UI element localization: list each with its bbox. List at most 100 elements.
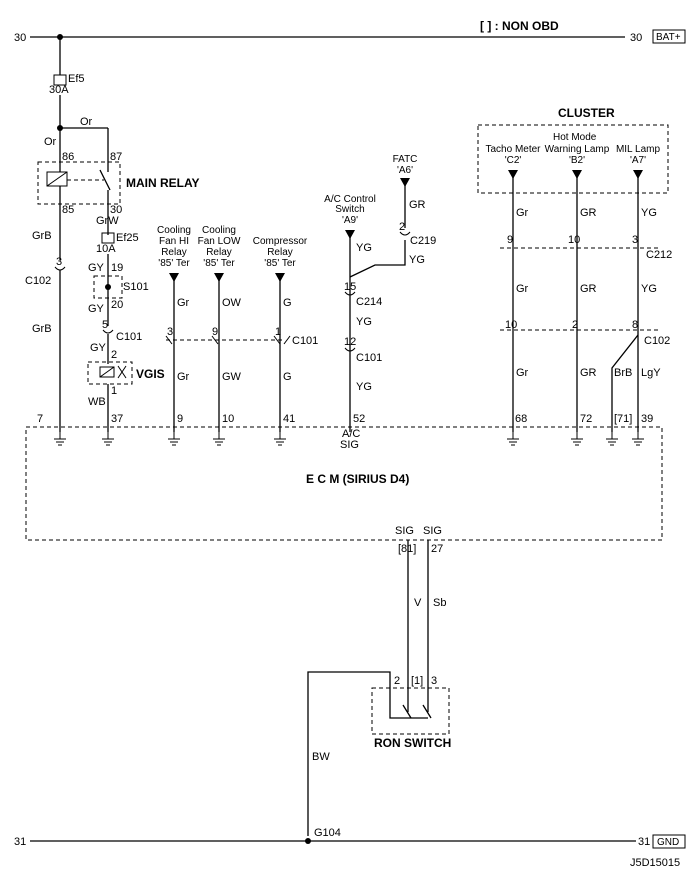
svg-text:31: 31 bbox=[638, 836, 650, 848]
svg-text:15: 15 bbox=[344, 281, 356, 293]
svg-text:'85' Ter: '85' Ter bbox=[158, 258, 190, 269]
fatc: FATC 'A6' GR 2 C219 YG bbox=[393, 154, 437, 266]
svg-text:9: 9 bbox=[212, 326, 218, 338]
svg-text:52: 52 bbox=[353, 413, 365, 425]
grb-wire: GrB 3 C102 GrB bbox=[25, 230, 66, 432]
svg-text:Gr: Gr bbox=[177, 297, 190, 309]
svg-text:Ef25: Ef25 bbox=[116, 232, 139, 244]
svg-text:1: 1 bbox=[275, 326, 281, 338]
svg-text:Switch: Switch bbox=[335, 204, 364, 215]
svg-text:GR: GR bbox=[580, 283, 597, 295]
svg-text:Relay: Relay bbox=[206, 247, 232, 258]
svg-text:A/C Control: A/C Control bbox=[324, 194, 376, 205]
non-obd-legend: [ ] : NON OBD bbox=[480, 19, 559, 33]
fuse-ef25: GrW Ef25 10A GY 19 S101 20 GY 5 C101 GY … bbox=[88, 215, 149, 364]
svg-text:9: 9 bbox=[507, 234, 513, 246]
svg-text:SIG: SIG bbox=[395, 525, 414, 537]
ecm-grounds bbox=[54, 432, 644, 446]
gnd-tag: GND bbox=[657, 837, 679, 848]
ecm-block: E C M (SIRIUS D4) 7 37 9 10 41 52 68 72 … bbox=[25, 413, 663, 555]
svg-text:GrW: GrW bbox=[96, 215, 119, 227]
svg-text:30: 30 bbox=[110, 204, 122, 216]
main-relay: 86 87 85 30 MAIN RELAY bbox=[37, 128, 200, 260]
svg-text:Gr: Gr bbox=[516, 367, 529, 379]
svg-text:MIL Lamp: MIL Lamp bbox=[616, 144, 661, 155]
svg-text:3: 3 bbox=[56, 256, 62, 268]
svg-text:'A6': 'A6' bbox=[397, 165, 413, 176]
svg-text:Cooling: Cooling bbox=[202, 225, 236, 236]
svg-text:C102: C102 bbox=[644, 335, 670, 347]
svg-text:GW: GW bbox=[222, 371, 242, 383]
svg-text:72: 72 bbox=[580, 413, 592, 425]
svg-text:C102: C102 bbox=[25, 275, 51, 287]
svg-text:'C2': 'C2' bbox=[505, 155, 522, 166]
svg-text:YG: YG bbox=[641, 283, 657, 295]
svg-text:2: 2 bbox=[572, 319, 578, 331]
cooling-fan-hi-relay: Cooling Fan HI Relay '85' Ter Gr 3 Gr bbox=[157, 225, 191, 432]
svg-text:86: 86 bbox=[62, 151, 74, 163]
svg-text:2: 2 bbox=[394, 675, 400, 687]
diagram-code: J5D15015 bbox=[630, 857, 680, 869]
svg-text:3: 3 bbox=[632, 234, 638, 246]
svg-text:19: 19 bbox=[111, 262, 123, 274]
ground-symbol-icon bbox=[168, 432, 180, 446]
battery-rail: 30 30 BAT+ bbox=[14, 29, 686, 44]
ground-symbol-icon bbox=[54, 432, 66, 446]
svg-text:GrB: GrB bbox=[32, 323, 52, 335]
svg-text:10: 10 bbox=[222, 413, 234, 425]
svg-text:C101: C101 bbox=[116, 331, 142, 343]
svg-text:37: 37 bbox=[111, 413, 123, 425]
svg-text:85: 85 bbox=[62, 204, 74, 216]
svg-text:20: 20 bbox=[111, 299, 123, 311]
svg-text:G: G bbox=[283, 371, 292, 383]
rail-label-right: 30 bbox=[630, 32, 642, 44]
vgis-label: VGIS bbox=[136, 367, 165, 381]
svg-text:'A9': 'A9' bbox=[342, 215, 358, 226]
svg-text:OW: OW bbox=[222, 297, 242, 309]
svg-text:Ef5: Ef5 bbox=[68, 73, 85, 85]
svg-text:Gr: Gr bbox=[516, 207, 529, 219]
svg-text:YG: YG bbox=[356, 242, 372, 254]
ground-symbol-icon bbox=[274, 432, 286, 446]
svg-text:68: 68 bbox=[515, 413, 527, 425]
svg-text:Relay: Relay bbox=[161, 247, 187, 258]
cluster-title: CLUSTER bbox=[558, 106, 615, 120]
svg-text:12: 12 bbox=[344, 336, 356, 348]
svg-text:1: 1 bbox=[111, 385, 117, 397]
relay-coil bbox=[46, 171, 68, 187]
rail-label-left: 30 bbox=[14, 32, 26, 44]
svg-text:10: 10 bbox=[505, 319, 517, 331]
fuse-ef5: Ef5 30A Or Or bbox=[44, 37, 108, 148]
svg-text:Hot Mode: Hot Mode bbox=[553, 132, 597, 143]
svg-text:FATC: FATC bbox=[393, 154, 418, 165]
svg-text:41: 41 bbox=[283, 413, 295, 425]
svg-text:39: 39 bbox=[641, 413, 653, 425]
svg-text:C101: C101 bbox=[292, 335, 318, 347]
svg-text:87: 87 bbox=[110, 151, 122, 163]
svg-text:3: 3 bbox=[431, 675, 437, 687]
ground-symbol-icon bbox=[571, 432, 583, 446]
svg-text:SIG: SIG bbox=[340, 439, 359, 451]
ac-control-switch: A/C Control Switch 'A9' YG 15 C214 YG 12… bbox=[324, 194, 406, 432]
c101-relay-connector: C101 bbox=[165, 335, 318, 347]
main-relay-label: MAIN RELAY bbox=[126, 176, 200, 190]
s101-label: S101 bbox=[123, 281, 149, 293]
svg-text:Fan LOW: Fan LOW bbox=[198, 236, 241, 247]
svg-text:LgY: LgY bbox=[641, 367, 661, 379]
svg-text:Cooling: Cooling bbox=[157, 225, 191, 236]
svg-text:7: 7 bbox=[37, 413, 43, 425]
g104-label: G104 bbox=[314, 827, 341, 839]
svg-text:GR: GR bbox=[580, 207, 597, 219]
bat-tag: BAT+ bbox=[656, 32, 681, 43]
svg-text:27: 27 bbox=[431, 543, 443, 555]
svg-text:10: 10 bbox=[568, 234, 580, 246]
vgis-solenoid: VGIS 1 WB bbox=[87, 361, 165, 432]
svg-text:V: V bbox=[414, 597, 422, 609]
cooling-fan-low-relay: Cooling Fan LOW Relay '85' Ter OW 9 GW bbox=[198, 225, 242, 432]
svg-text:Or: Or bbox=[80, 116, 93, 128]
ron-switch: V Sb 2 [1] 3 RON SWITCH BW bbox=[307, 540, 451, 836]
svg-text:A/C: A/C bbox=[342, 428, 360, 440]
svg-text:GY: GY bbox=[88, 303, 105, 315]
